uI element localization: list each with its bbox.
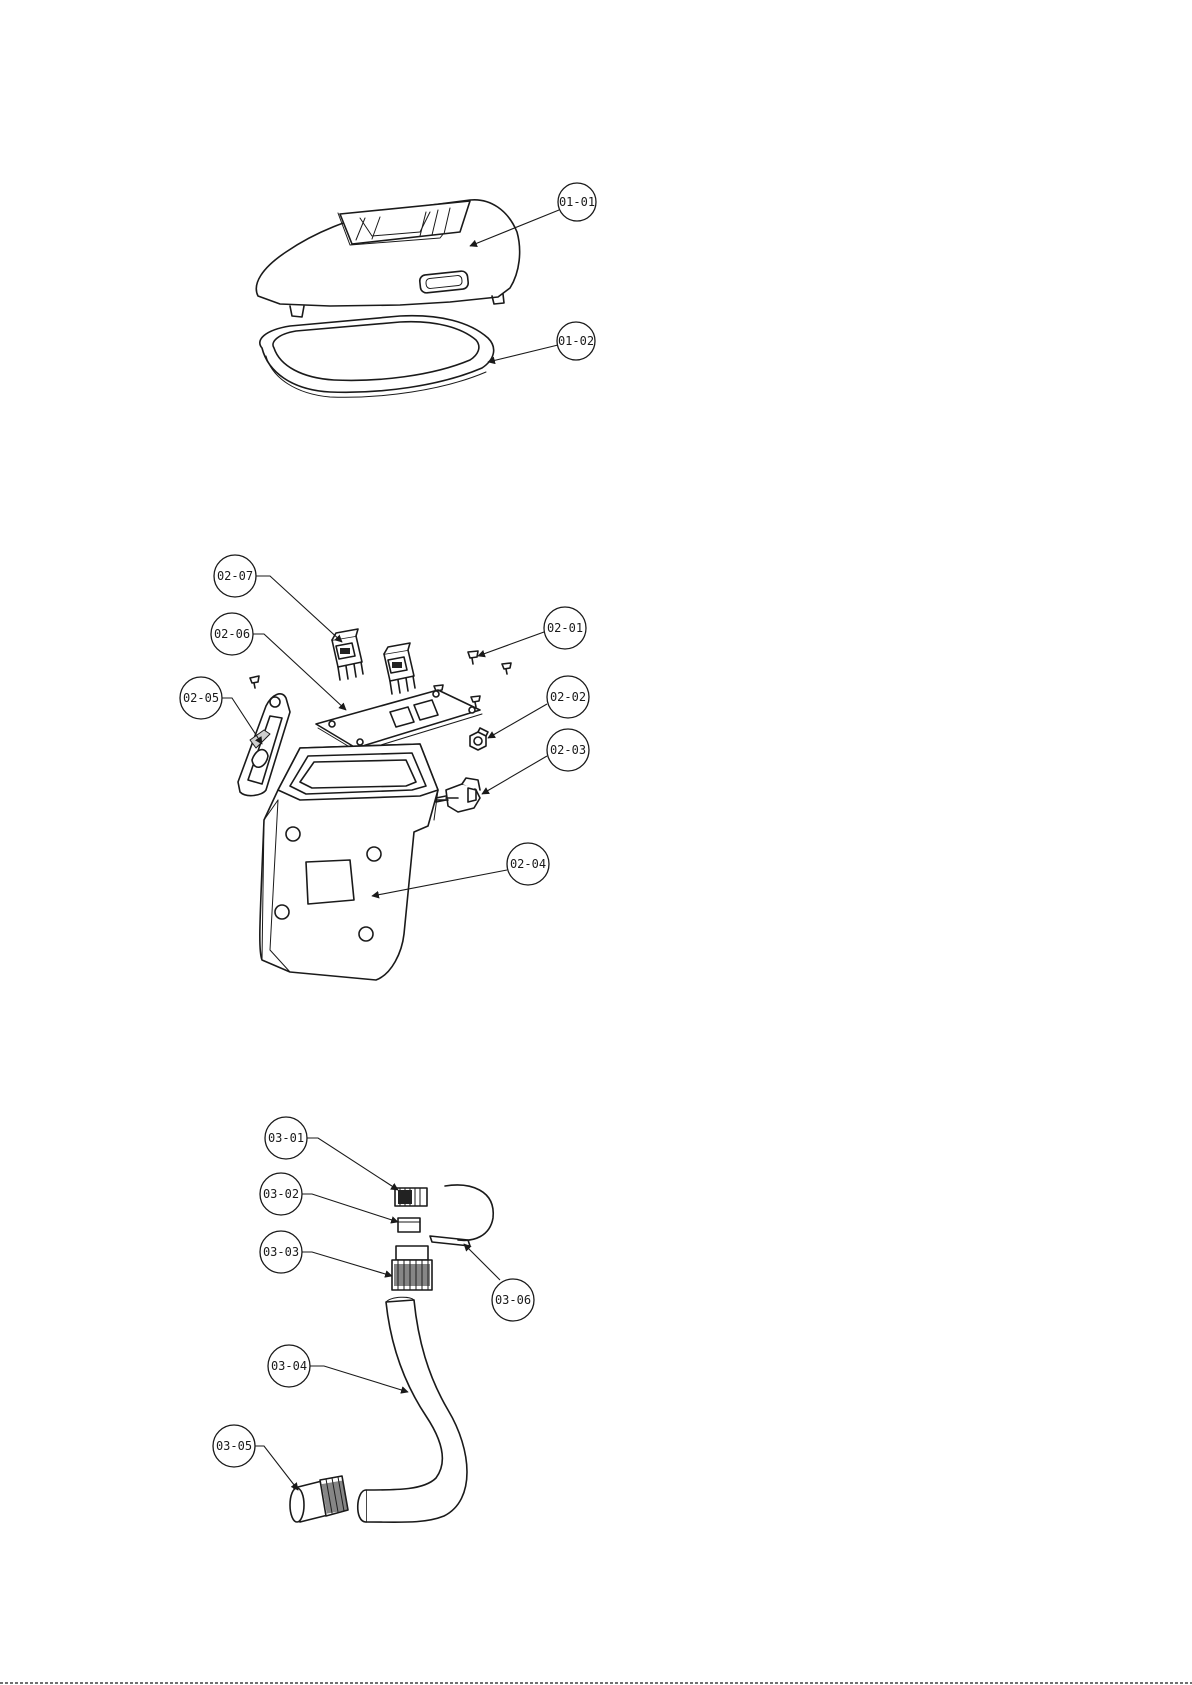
balloon-label: 02-05 <box>183 691 219 705</box>
balloon-02-03: 02-03 <box>482 729 589 794</box>
part-03-04-hose <box>358 1297 467 1522</box>
balloon-03-04: 03-04 <box>268 1345 408 1392</box>
balloon-label: 01-02 <box>558 334 594 348</box>
balloon-label: 02-02 <box>550 690 586 704</box>
part-03-02-sleeve <box>398 1218 420 1232</box>
balloon-label: 03-06 <box>495 1293 531 1307</box>
part-02-04-base-housing <box>260 744 438 980</box>
balloon-label: 02-04 <box>510 857 546 871</box>
balloon-label: 03-04 <box>271 1359 307 1373</box>
part-02-03-connector <box>436 778 480 812</box>
part-03-01-knurled-nut <box>395 1188 427 1206</box>
part-01-01-top-shell <box>256 200 519 317</box>
balloon-label: 03-01 <box>268 1131 304 1145</box>
balloon-01-02: 01-02 <box>488 322 595 362</box>
part-03-06-wire <box>430 1185 493 1246</box>
part-03-03-grip-collar <box>392 1246 432 1290</box>
balloon-02-01: 02-01 <box>478 607 586 656</box>
part-02-07-rocker-switch-right <box>384 643 415 694</box>
balloon-label: 02-07 <box>217 569 253 583</box>
balloon-label: 03-03 <box>263 1245 299 1259</box>
balloon-02-05: 02-05 <box>180 677 262 744</box>
balloon-03-06: 03-06 <box>464 1244 534 1321</box>
balloon-label: 01-01 <box>559 195 595 209</box>
section-03-handle-group: 03-01 03-02 03-03 03-06 03-04 03-05 <box>213 1117 534 1522</box>
balloon-03-02: 03-02 <box>260 1173 398 1222</box>
part-02-06-control-plate <box>316 690 482 752</box>
balloon-03-05: 03-05 <box>213 1425 298 1490</box>
balloon-label: 02-03 <box>550 743 586 757</box>
balloon-label: 02-06 <box>214 627 250 641</box>
balloon-label: 03-05 <box>216 1439 252 1453</box>
balloon-03-03: 03-03 <box>260 1231 392 1276</box>
balloon-label: 02-01 <box>547 621 583 635</box>
section-02-base-group: 02-07 02-06 02-05 02-01 02-02 02-03 <box>180 555 589 980</box>
part-02-01-screws <box>250 651 511 707</box>
part-01-02-gasket-ring <box>260 316 494 398</box>
balloon-label: 03-02 <box>263 1187 299 1201</box>
balloon-02-02: 02-02 <box>488 676 589 738</box>
section-01-housing-group: 01-01 01-02 <box>256 183 596 397</box>
part-03-05-end-cap <box>290 1476 348 1522</box>
part-02-02-nut <box>470 728 488 750</box>
